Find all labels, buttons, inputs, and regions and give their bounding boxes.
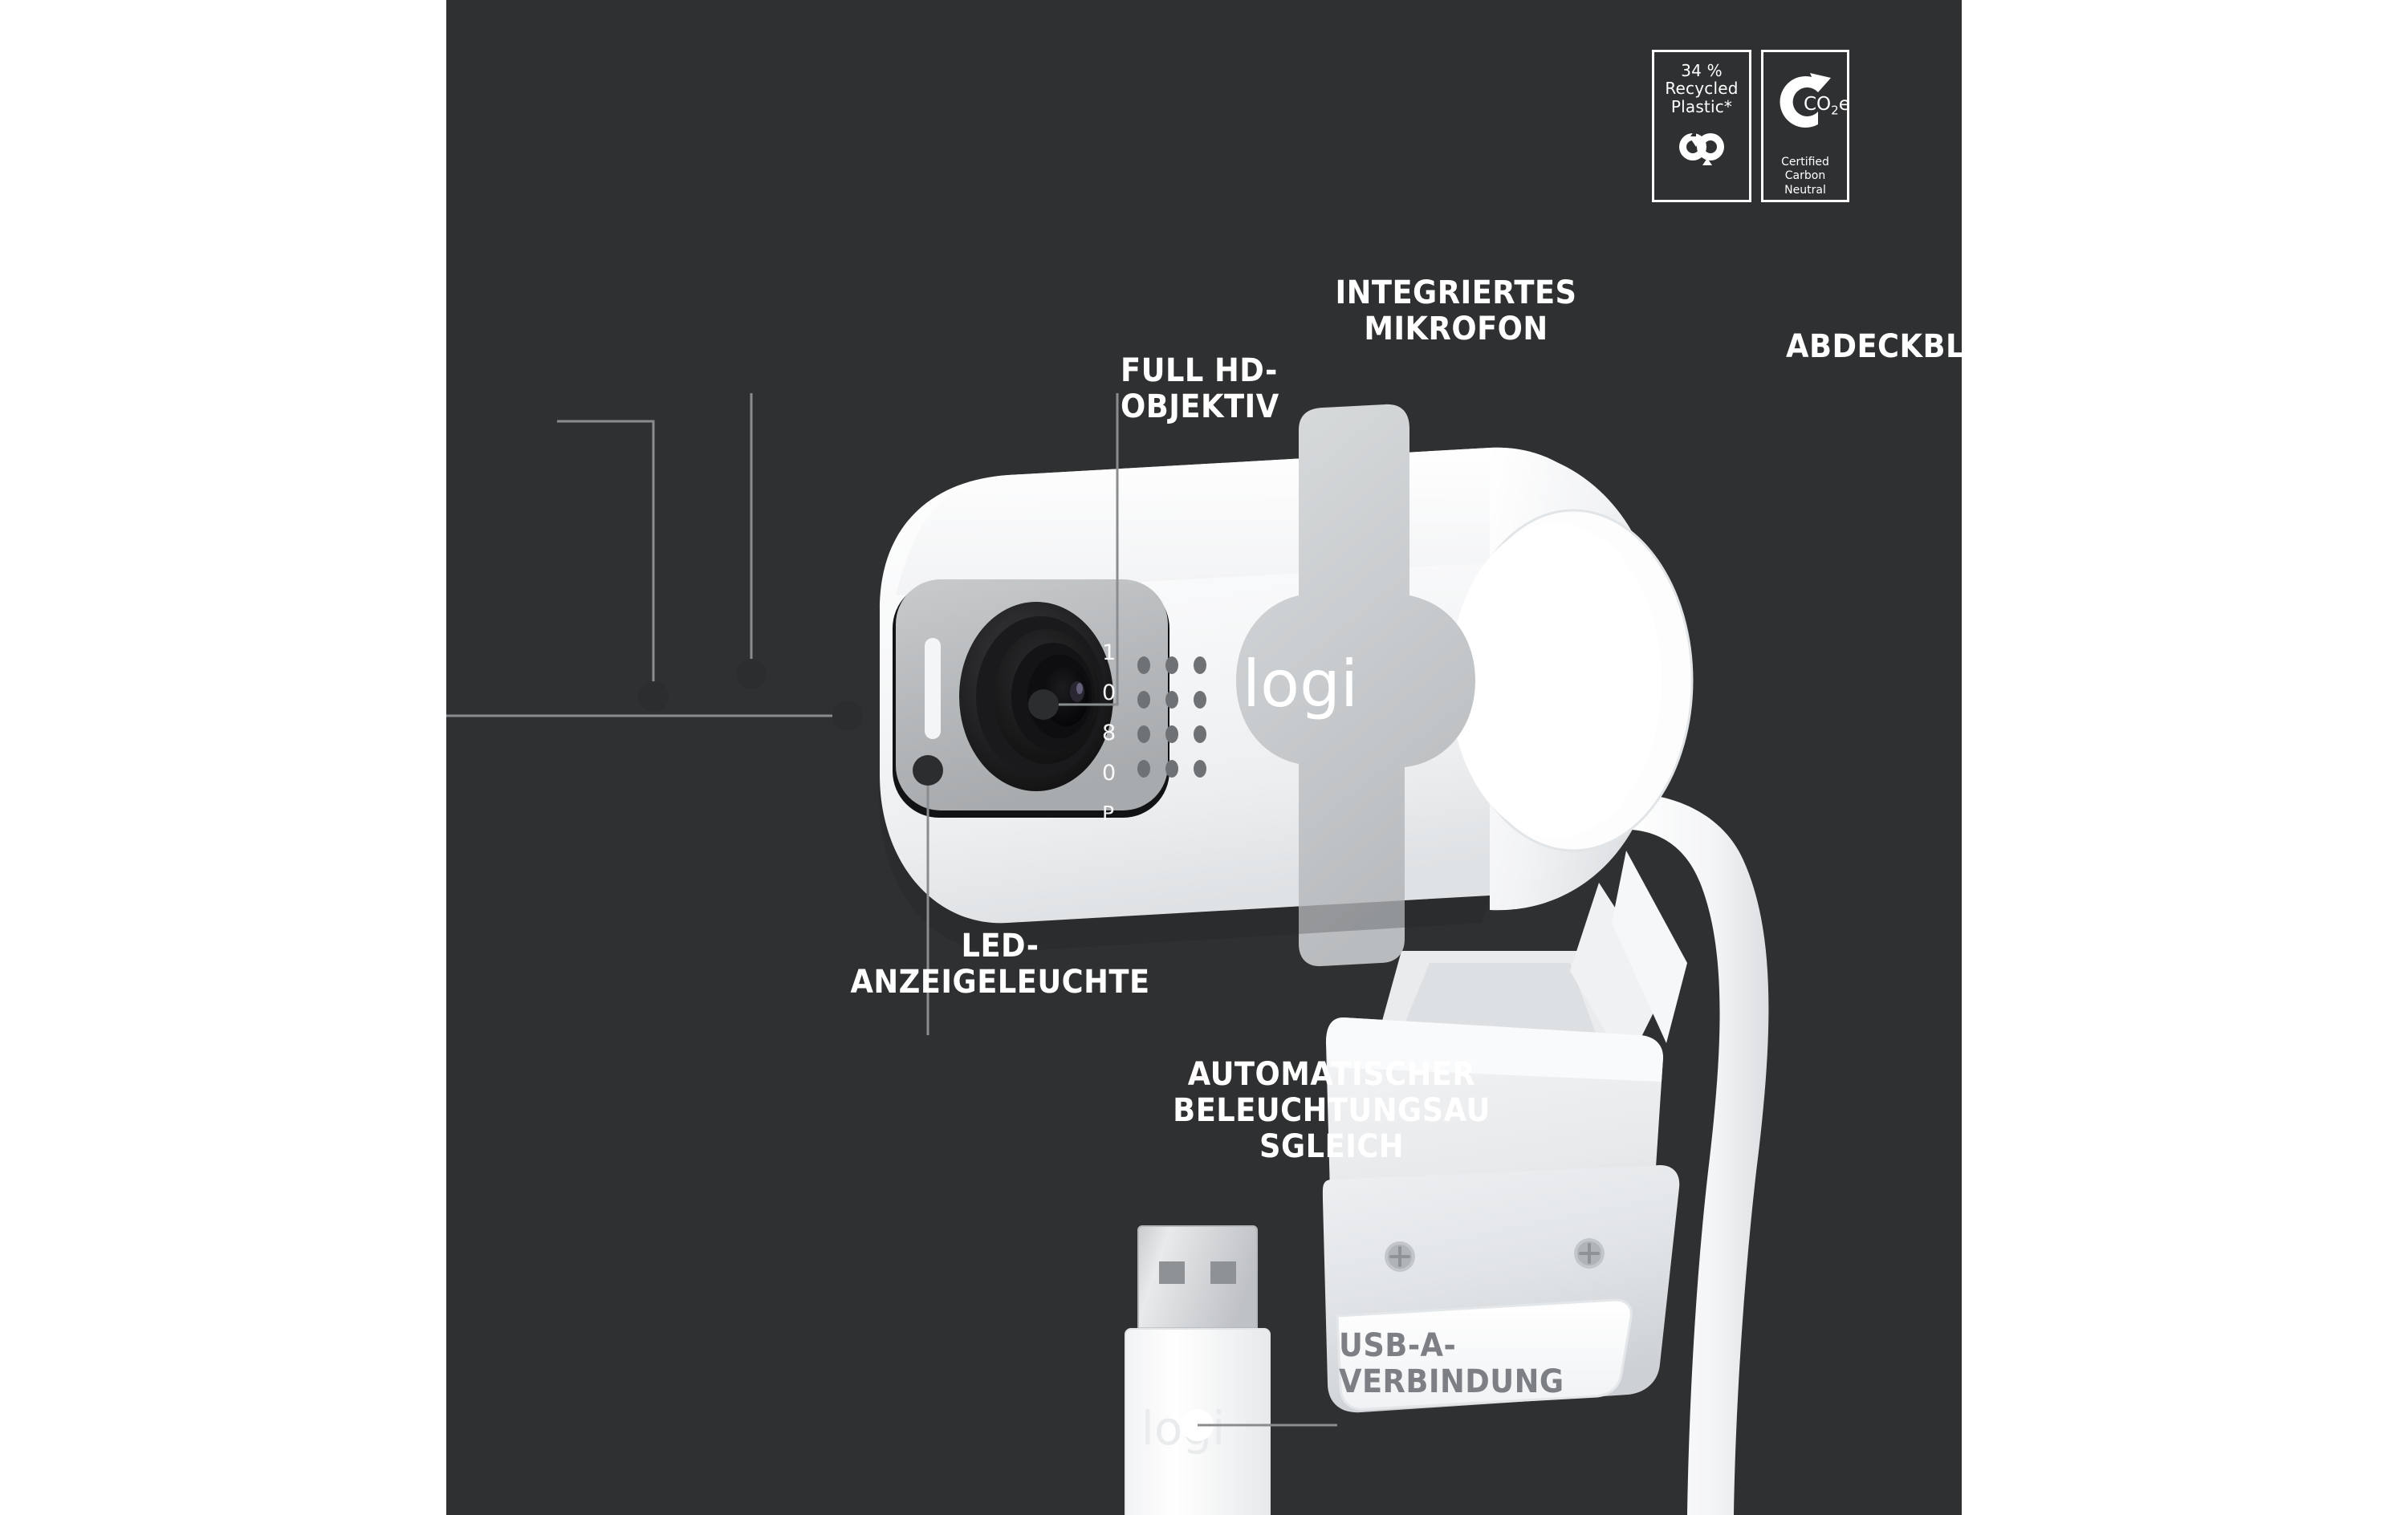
svg-text:0: 0 xyxy=(1102,680,1116,705)
svg-text:0: 0 xyxy=(1102,761,1116,786)
carbon-line-1: Certified xyxy=(1781,155,1829,169)
recycled-percent: 34 % xyxy=(1681,61,1723,80)
recycled-line-3: Plastic* xyxy=(1670,96,1733,116)
callout-label-led-indicator: LED- ANZEIGELEUCHTE xyxy=(850,928,1150,1001)
usb-a-connector: logi xyxy=(1125,1225,1271,1515)
co2e-label: CO2e xyxy=(1804,93,1850,118)
recycled-plastic-badge: 34 % Recycled Plastic* xyxy=(1652,50,1751,202)
callout-label-usb-a-connection: USB-A- VERBINDUNG xyxy=(1339,1327,1564,1400)
usb-contact-window-left xyxy=(1159,1261,1185,1284)
eco-badge-group: 34 % Recycled Plastic* xyxy=(1652,50,1850,202)
recycled-line-2: Recycled xyxy=(1665,79,1739,99)
callout-label-auto-light-correction: AUTOMATISCHER BELEUCHTUNGSAU SGLEICH xyxy=(1173,1056,1491,1165)
callout-label-integrated-mic: INTEGRIERTES MIKROFON xyxy=(1335,274,1577,347)
usb-contact-window-right xyxy=(1210,1261,1236,1284)
clip-upper-highlight xyxy=(1326,1017,1663,1082)
webcam-illustration: 1 0 8 0 P logi xyxy=(879,404,1769,1515)
hinge-strut xyxy=(1570,883,1666,1067)
carbon-c-arrow-icon: CO2e xyxy=(1768,62,1850,142)
carbon-symbol-area: CO2e xyxy=(1768,52,1850,151)
dark-backdrop-panel: 1 0 8 0 P logi xyxy=(446,0,1962,1515)
carbon-line-2: Carbon Neutral xyxy=(1784,169,1826,197)
side-disc-inner xyxy=(1450,523,1662,838)
usb-callout-anchor-dot xyxy=(1182,1409,1214,1441)
carbon-neutral-badge: CO2e Certified Carbon Neutral xyxy=(1761,50,1850,202)
svg-text:P: P xyxy=(1102,802,1114,825)
clip-rubber-pad xyxy=(1336,1298,1633,1411)
lens-assembly xyxy=(959,602,1113,791)
usb-cable xyxy=(1544,793,1769,1515)
carbon-caption: Certified Carbon Neutral xyxy=(1763,153,1847,200)
recycle-loop-icon xyxy=(1679,128,1724,166)
shutter-logi-logo: logi xyxy=(1243,647,1358,721)
led-indicator-slot xyxy=(925,638,941,739)
microphone-grid xyxy=(1137,656,1206,778)
hinge-strut-outer xyxy=(1612,851,1687,1043)
mount-screws xyxy=(1385,1238,1605,1272)
svg-text:1: 1 xyxy=(1102,640,1116,665)
body-drop-shadow xyxy=(879,775,1490,952)
callout-label-privacy-shutter: ABDECKBLENDE xyxy=(1786,328,1962,365)
svg-text:8: 8 xyxy=(1102,721,1116,745)
callout-label-full-hd-lens: FULL HD- OBJEKTIV xyxy=(1121,352,1279,425)
privacy-shutter xyxy=(1236,404,1475,967)
